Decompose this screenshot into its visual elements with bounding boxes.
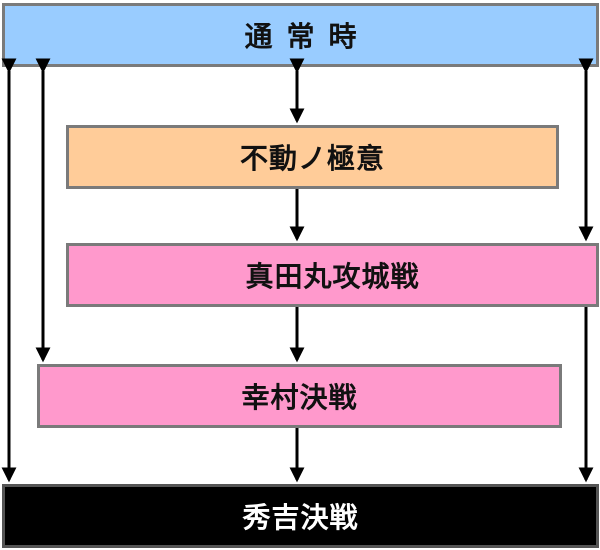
- node-yukimura-label: 幸村決戦: [241, 381, 358, 414]
- node-hideyoshi-battle: 秀吉決戦: [2, 484, 599, 548]
- node-fudo-label: 不動ノ極意: [239, 142, 385, 175]
- node-yukimura-battle: 幸村決戦: [37, 364, 562, 428]
- node-sanadamaru-siege: 真田丸攻城戦: [66, 243, 599, 307]
- node-normal: 通常時: [2, 3, 599, 67]
- node-sanada-label: 真田丸攻城戦: [245, 260, 420, 293]
- node-hideyoshi-label: 秀吉決戦: [242, 501, 359, 534]
- node-normal-label: 通常時: [244, 20, 371, 53]
- node-fudo-no-gokui: 不動ノ極意: [66, 125, 559, 189]
